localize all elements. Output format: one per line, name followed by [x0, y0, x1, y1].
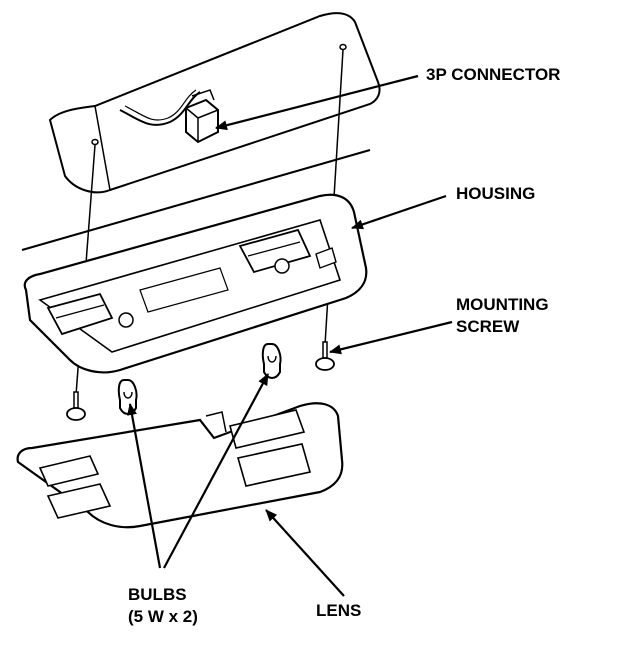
roof-line: [21, 149, 371, 251]
3p-connector: [185, 89, 219, 144]
ceiling-panel: [48, 12, 381, 194]
mounting-screw-right: [315, 341, 335, 371]
label-bulbs: BULBS: [128, 585, 187, 604]
bulb-right: [261, 343, 282, 379]
housing-leader: [351, 194, 447, 230]
lens-leader: [265, 509, 345, 597]
housing: [23, 193, 368, 374]
bulb-leader-left: [127, 403, 162, 569]
lens: [16, 402, 344, 529]
label-bulbs-spec: (5 W x 2): [128, 607, 198, 626]
label-lens: LENS: [316, 601, 362, 620]
label-mounting: MOUNTING: [456, 295, 549, 314]
mounting-screw-left: [66, 391, 86, 421]
connector-leader: [215, 74, 419, 131]
label-3p-connector: 3P CONNECTOR: [426, 65, 561, 84]
label-housing: HOUSING: [456, 184, 536, 203]
label-screw: SCREW: [456, 317, 520, 336]
bulb-leader-right: [163, 373, 269, 569]
bulb-left: [117, 379, 138, 415]
screw-leader: [329, 320, 453, 355]
